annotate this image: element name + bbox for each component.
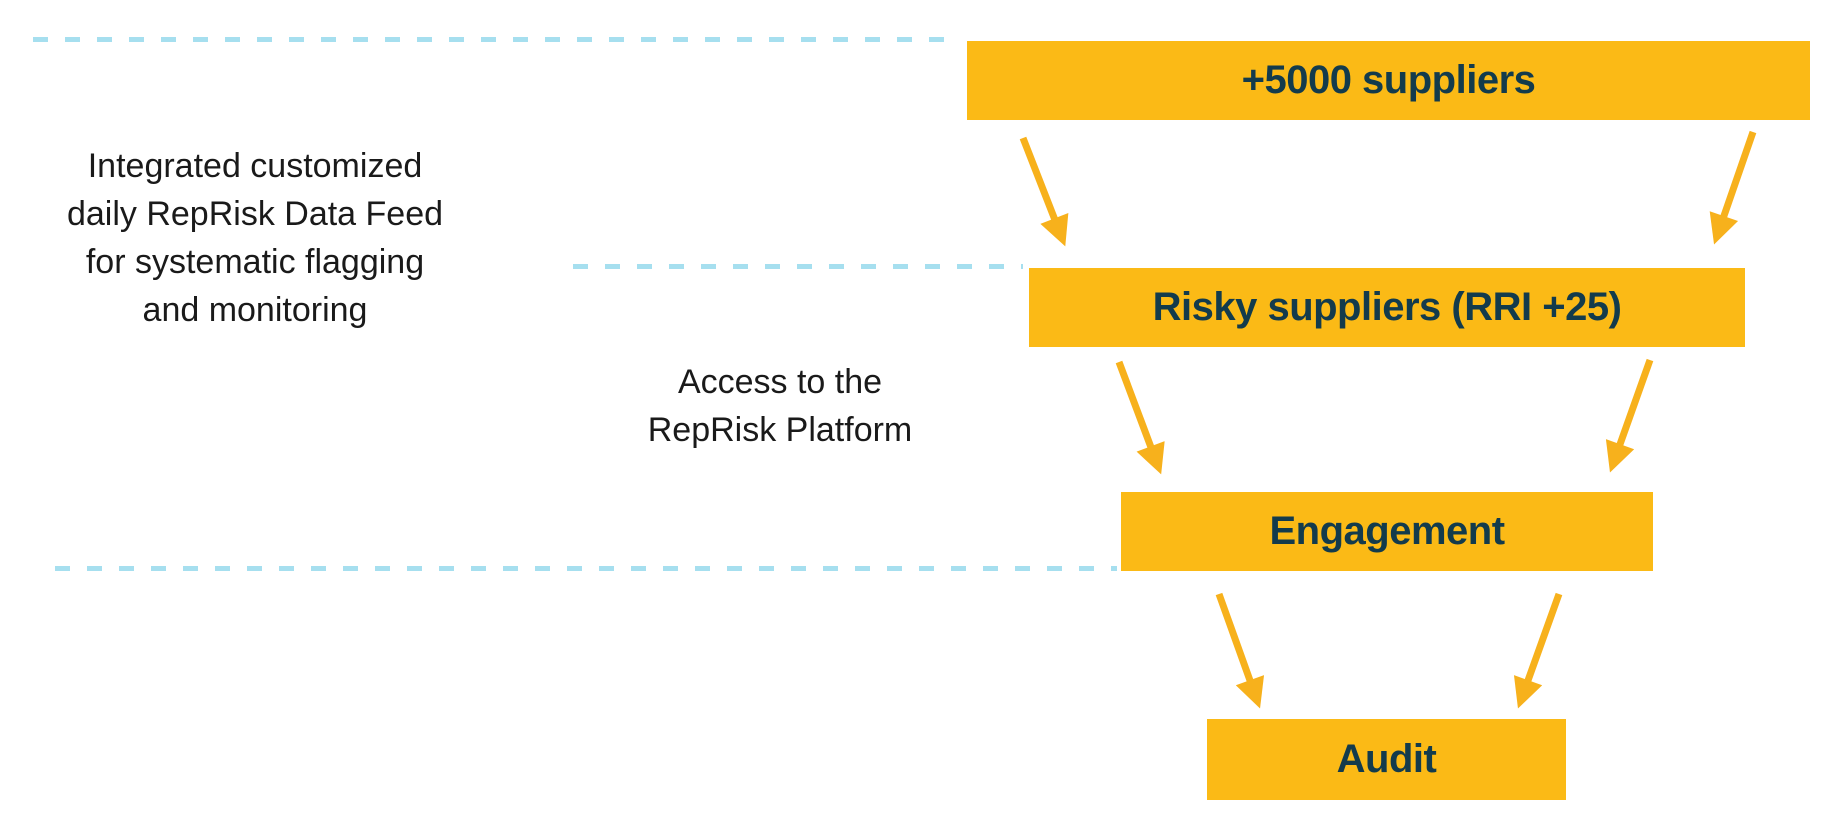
funnel-stage-engagement: Engagement <box>1121 492 1653 571</box>
funnel-stage-risky-suppliers-label: Risky suppliers (RRI +25) <box>1152 285 1622 329</box>
annotation-line: Access to the <box>677 363 883 401</box>
down-arrow-stage2-to-stage3-left <box>1115 360 1165 475</box>
funnel-stage-risky-suppliers: Risky suppliers (RRI +25) <box>1029 268 1745 347</box>
annotation-line: for systematic flagging <box>85 243 425 281</box>
dashed-guide-line-top <box>33 37 958 42</box>
down-arrow-stage2-to-stage3-right <box>1605 358 1654 473</box>
down-arrow-stage1-to-stage2-left <box>1019 136 1069 247</box>
annotation-data-feed: Integrated customized daily RepRisk Data… <box>30 142 480 334</box>
dashed-guide-line-bottom <box>55 566 1117 571</box>
annotation-line: Integrated customized <box>87 147 423 185</box>
dashed-guide-line-middle <box>573 264 1023 269</box>
down-arrow-stage3-to-stage4-right <box>1513 592 1563 709</box>
funnel-stage-suppliers-label: +5000 suppliers <box>1241 58 1536 102</box>
funnel-stage-audit: Audit <box>1207 719 1566 800</box>
down-arrow-stage1-to-stage2-right <box>1709 130 1757 245</box>
annotation-line: and monitoring <box>142 291 368 329</box>
funnel-stage-engagement-label: Engagement <box>1269 509 1505 553</box>
funnel-stage-suppliers: +5000 suppliers <box>967 41 1810 120</box>
annotation-line: RepRisk Platform <box>647 411 913 449</box>
annotation-line: daily RepRisk Data Feed <box>66 195 444 233</box>
annotation-platform-access: Access to the RepRisk Platform <box>580 358 980 454</box>
funnel-stage-audit-label: Audit <box>1336 737 1437 781</box>
down-arrow-stage3-to-stage4-left <box>1215 592 1265 709</box>
